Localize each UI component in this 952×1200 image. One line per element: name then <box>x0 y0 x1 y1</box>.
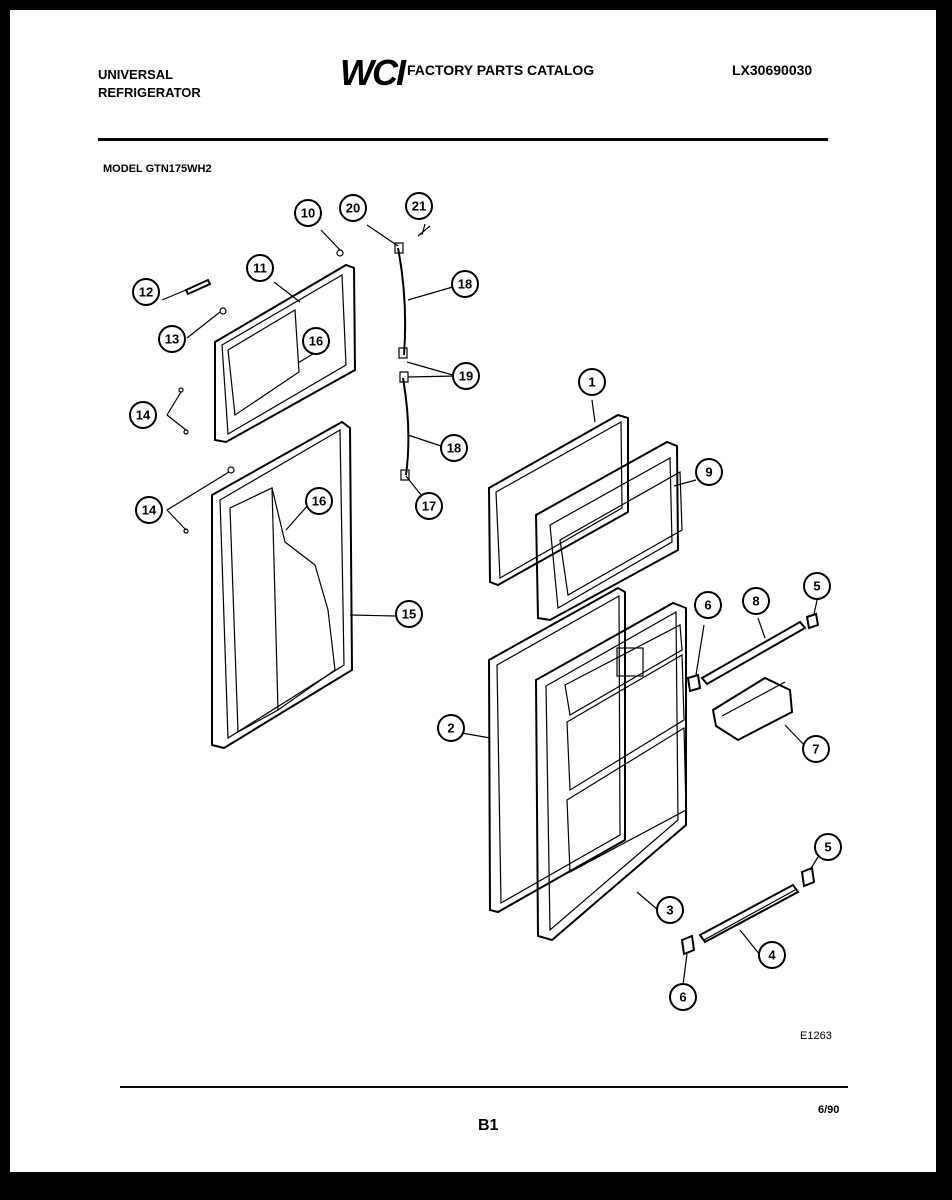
svg-text:13: 13 <box>165 332 179 347</box>
page-label: B1 <box>478 1117 499 1134</box>
svg-text:2: 2 <box>447 721 454 736</box>
model-label: MODEL GTN175WH2 <box>103 163 212 175</box>
svg-text:18: 18 <box>458 277 472 292</box>
wci-logo: WCI <box>340 52 406 93</box>
upper-shelf-parts <box>686 612 820 742</box>
callout-12: 12 <box>132 278 160 306</box>
leader-lines <box>161 223 819 986</box>
callout-5a: 5 <box>803 572 831 600</box>
callout-16a: 16 <box>302 327 330 355</box>
footer-rule <box>120 1086 848 1088</box>
svg-text:18: 18 <box>447 441 461 456</box>
svg-text:3: 3 <box>666 903 673 918</box>
footer-date: 6/90 <box>818 1104 840 1116</box>
svg-text:14: 14 <box>142 503 157 518</box>
callout-6b: 6 <box>669 983 697 1011</box>
brand-line-2: REFRIGERATOR <box>98 85 201 100</box>
callout-10: 10 <box>294 199 322 227</box>
svg-text:17: 17 <box>422 499 436 514</box>
callout-2: 2 <box>437 714 465 742</box>
catalog-sheet: UNIVERSAL REFRIGERATOR WCI FACTORY PARTS… <box>10 10 936 1172</box>
brand-line-1: UNIVERSAL <box>98 67 174 82</box>
fresh-food-door <box>211 420 354 750</box>
callout-17: 17 <box>415 492 443 520</box>
svg-text:20: 20 <box>346 201 360 216</box>
callout-7: 7 <box>802 735 830 763</box>
svg-text:6: 6 <box>704 598 711 613</box>
callout-6a: 6 <box>694 591 722 619</box>
catalog-number: LX30690030 <box>732 62 813 78</box>
callout-21: 21 <box>405 192 433 220</box>
callout-14b: 14 <box>135 496 163 524</box>
svg-text:16: 16 <box>309 334 323 349</box>
svg-text:11: 11 <box>253 261 267 276</box>
freezer-door <box>214 263 357 444</box>
svg-text:5: 5 <box>813 579 820 594</box>
catalog-title: FACTORY PARTS CATALOG <box>407 62 595 78</box>
svg-text:10: 10 <box>301 206 315 221</box>
callout-18b: 18 <box>440 434 468 462</box>
svg-text:16: 16 <box>312 494 326 509</box>
callout-3: 3 <box>656 896 684 924</box>
svg-text:1: 1 <box>588 375 595 390</box>
fresh-food-gasket-liner <box>487 586 687 942</box>
callout-19: 19 <box>452 362 480 390</box>
svg-text:5: 5 <box>824 840 831 855</box>
svg-text:15: 15 <box>402 607 416 622</box>
svg-text:14: 14 <box>136 408 151 423</box>
svg-text:8: 8 <box>752 594 759 609</box>
callout-11: 11 <box>246 254 274 282</box>
callout-5b: 5 <box>814 833 842 861</box>
freezer-gasket-liner <box>487 413 683 622</box>
exploded-parts-diagram: 10 20 21 11 12 18 13 16 19 14 18 1 9 14 … <box>129 192 842 1011</box>
svg-text:21: 21 <box>412 199 426 214</box>
callout-15: 15 <box>395 600 423 628</box>
svg-text:7: 7 <box>812 742 819 757</box>
callout-4: 4 <box>758 941 786 969</box>
callout-1: 1 <box>578 368 606 396</box>
callout-13: 13 <box>158 325 186 353</box>
svg-text:4: 4 <box>768 948 776 963</box>
svg-text:12: 12 <box>139 285 153 300</box>
callout-9: 9 <box>695 458 723 486</box>
callout-16b: 16 <box>305 487 333 515</box>
svg-text:9: 9 <box>705 465 712 480</box>
small-parts <box>178 225 431 534</box>
svg-text:19: 19 <box>459 369 473 384</box>
callout-8: 8 <box>742 587 770 615</box>
callout-18a: 18 <box>451 270 479 298</box>
handles <box>394 242 410 481</box>
lower-shelf-parts <box>680 866 816 956</box>
callout-14a: 14 <box>129 401 157 429</box>
svg-text:6: 6 <box>679 990 686 1005</box>
callout-20: 20 <box>339 194 367 222</box>
header-rule <box>98 138 828 141</box>
figure-code: E1263 <box>800 1030 832 1042</box>
